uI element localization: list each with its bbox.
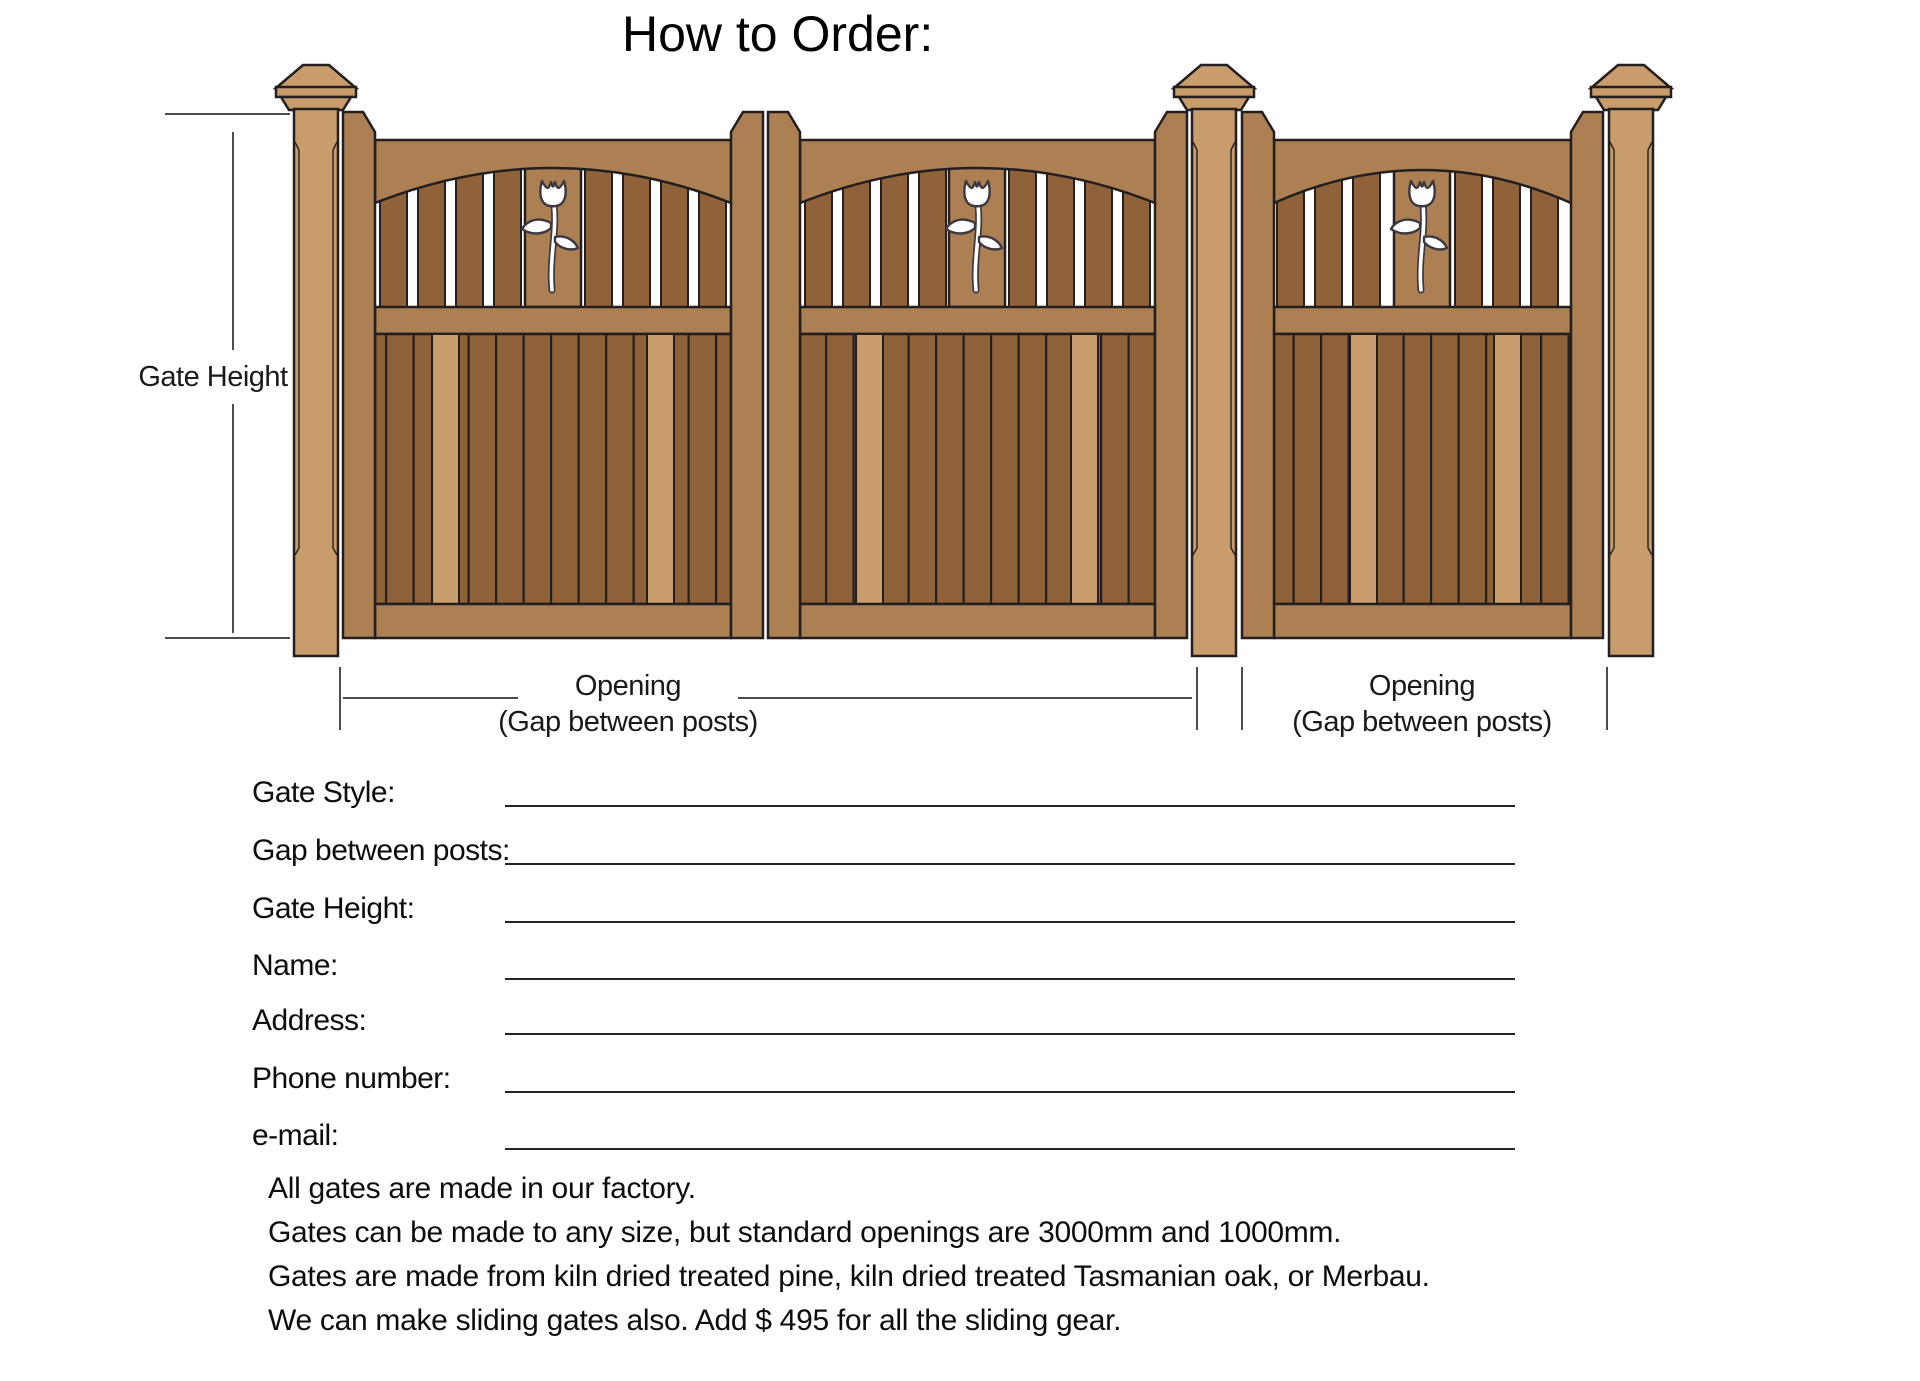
gate-style-field[interactable] (505, 805, 1515, 807)
opening-left-label: Opening (574, 670, 682, 702)
opening-left-sublabel: (Gap between posts) (498, 706, 758, 738)
dimension-lines (165, 113, 1608, 730)
name-field[interactable] (505, 978, 1515, 980)
tulip-cutout-icon (1389, 179, 1449, 294)
gate-height-field-label: Gate Height: (252, 892, 415, 925)
page-title: How to Order: (622, 6, 934, 62)
phone-number-field[interactable] (505, 1091, 1515, 1093)
tulip-cutout-icon (520, 179, 580, 294)
address-label: Address: (252, 1004, 367, 1037)
note-line: We can make sliding gates also. Add $ 49… (268, 1304, 1122, 1337)
gap-between-posts-label: Gap between posts: (252, 834, 510, 867)
email-label: e-mail: (252, 1119, 339, 1152)
opening-right-sublabel: (Gap between posts) (1292, 706, 1552, 738)
email-field[interactable] (505, 1148, 1515, 1150)
note-line: Gates can be made to any size, but stand… (268, 1216, 1342, 1249)
footer-notes: All gates are made in our factory. Gates… (268, 1167, 1430, 1343)
tulip-cutout-icon (944, 179, 1004, 294)
gate-height-label: Gate Height (138, 361, 288, 393)
fence-post-middle (1170, 63, 1258, 658)
name-label: Name: (252, 949, 338, 982)
fence-post-left (272, 63, 360, 658)
phone-number-label: Phone number: (252, 1062, 451, 1095)
note-line: All gates are made in our factory. (268, 1172, 696, 1205)
gate-diagram (165, 63, 1675, 730)
address-field[interactable] (505, 1033, 1515, 1035)
gate-leaf-right (1240, 110, 1605, 640)
gate-leaf-left (341, 110, 765, 640)
note-line: Gates are made from kiln dried treated p… (268, 1260, 1430, 1293)
fence-post-right (1587, 63, 1675, 658)
gate-style-label: Gate Style: (252, 776, 395, 809)
gate-height-field[interactable] (505, 921, 1515, 923)
opening-right-label: Opening (1368, 670, 1476, 702)
gate-leaf-center (766, 110, 1189, 640)
gap-between-posts-field[interactable] (505, 863, 1515, 865)
